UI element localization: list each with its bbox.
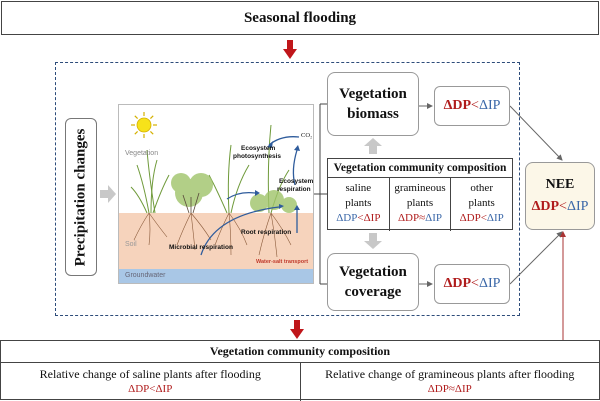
composition-cell-saline: saline plants ΔDP<ΔIP [328,178,389,231]
eco-respiration-label-1: Ecosystem [279,178,314,185]
biomass-result-box: ΔDP<ΔIP [434,86,510,126]
co2-label: CO₂ [301,132,313,139]
relation-operator: < [480,212,487,224]
red-down-arrow-icon [290,320,304,339]
plants-icon [130,124,290,214]
nee-title: NEE [545,177,575,192]
bottom-cell-relation: ΔDP<ΔIP [128,383,173,395]
dp-term: ΔDP [397,212,420,224]
vegetation-coverage-box: Vegetation coverage [327,253,419,311]
cell-line2: plants [468,197,495,209]
bottom-cell-saline: Relative change of saline plants after f… [1,363,300,401]
seasonal-flooding-title: Seasonal flooding [243,9,357,26]
ip-term: ΔIP [478,276,501,291]
relation-operator: < [357,212,364,224]
dp-term: ΔDP [443,98,472,113]
vegetation-coverage-line2: coverage [344,284,402,300]
root-respiration-label: Root respiration [241,229,292,236]
soil-label: Soil [125,241,137,248]
microbial-respiration-label: Microbial respiration [169,244,233,251]
groundwater-label: Groundwater [125,272,166,279]
ip-term: ΔIP [566,199,589,214]
cell-line2: plants [345,197,372,209]
photosynthesis-label-2: photosynthesis [233,153,282,160]
vegetation-biomass-line1: Vegetation [339,86,407,102]
cell-line2: plants [406,197,434,209]
eco-respiration-label-2: respiration [277,186,311,193]
composition-cell-other: other plants ΔDP<ΔIP [450,178,512,231]
precipitation-changes-box: Precipitation changes [65,118,97,276]
vegetation-biomass-line2: biomass [347,106,399,122]
relation-operator: < [559,199,567,214]
dp-term: ΔDP [459,212,481,224]
process-frame [55,62,520,316]
dp-term: ΔDP [531,199,560,214]
bottom-cell-text: Relative change of gramineous plants aft… [325,367,575,381]
relation-operator: < [471,98,479,113]
bottom-cell-text: Relative change of saline plants after f… [39,367,261,381]
cell-line1: other [470,182,493,194]
nee-box: NEE ΔDP<ΔIP [525,162,595,230]
bottom-cell-relation: ΔDP≈ΔIP [427,383,472,395]
ip-term: ΔIP [363,212,381,224]
soil-layer [119,213,313,269]
precipitation-changes-label: Precipitation changes [72,128,89,266]
cell-line1: saline [345,182,372,194]
roots-icon [133,212,292,258]
vegetation-coverage-line1: Vegetation [339,264,407,280]
dp-term: ΔDP [443,276,472,291]
ip-term: ΔIP [486,212,504,224]
water-salt-transport-label: Water-salt transport [256,259,309,265]
ip-term: ΔIP [425,212,443,224]
relation-operator: < [471,276,479,291]
carbon-flux-arrows [200,136,300,256]
vegetation-label: Vegetation [125,150,159,157]
photosynthesis-label-1: Ecosystem [241,145,276,152]
vegetation-biomass-box: Vegetation biomass [327,72,419,136]
dp-term: ΔDP [336,212,358,224]
composition-table-title: Vegetation community composition [328,159,512,178]
seasonal-flooding-box: Seasonal flooding [1,1,599,35]
groundwater-layer [119,269,313,283]
ip-term: ΔIP [478,98,501,113]
composition-cell-gramineous: gramineous plants ΔDP≈ΔIP [388,178,451,231]
bottom-cell-gramineous: Relative change of gramineous plants aft… [299,363,600,401]
sun-icon [131,112,157,138]
ecosystem-scene [119,112,313,283]
relation-operator: ≈ [419,212,426,224]
bottom-table-title: Vegetation community composition [1,341,599,363]
red-down-arrow-icon [283,40,297,59]
composition-table: Vegetation community composition saline … [327,158,513,231]
cell-line1: gramineous [394,182,446,194]
coverage-result-box: ΔDP<ΔIP [434,264,510,304]
bottom-composition-table: Vegetation community composition Relativ… [0,340,600,401]
ecosystem-illustration: Vegetation Soil Groundwater CO₂ Ecosyste… [118,104,314,284]
